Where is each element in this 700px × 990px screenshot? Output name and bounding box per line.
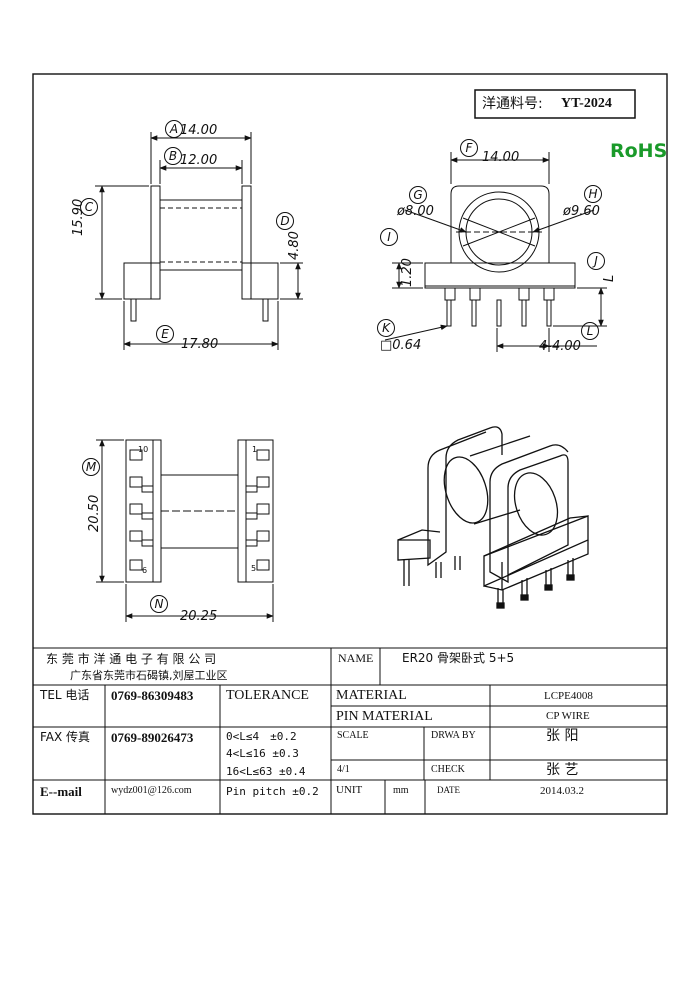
pin-pitch: Pin pitch ±0.2	[226, 785, 319, 798]
date-value: 2014.03.2	[540, 785, 584, 797]
drawby-label: DRWA BY	[431, 730, 476, 741]
dim-e-label: E	[156, 325, 174, 343]
email-label: E--mail	[40, 784, 82, 799]
dim-h-value: ø9.60	[563, 204, 600, 219]
isometric-view	[397, 426, 589, 609]
part-number-label: 洋通料号:	[482, 96, 543, 112]
dim-h-label: H	[584, 185, 602, 203]
name-label: NAME	[338, 651, 374, 665]
dim-d-value: 4.80	[287, 231, 302, 260]
name-value: ER20 骨架卧式 5+5	[402, 651, 515, 665]
pin-label-5: 5	[251, 564, 257, 573]
tolerance-row-2: 4<L≤16 ±0.3	[226, 747, 299, 760]
part-number-box	[474, 89, 636, 119]
date-label: DATE	[437, 785, 460, 795]
pin-material-label: PIN MATERIAL	[336, 709, 433, 724]
dim-m-value: 20.50	[87, 494, 102, 532]
pin-label-6: 6	[142, 566, 148, 575]
sheet-border	[32, 73, 668, 815]
fax-label: FAX 传真	[40, 730, 91, 744]
tolerance-label: TOLERANCE	[226, 688, 309, 703]
pin-material-value: CP WIRE	[546, 710, 590, 722]
dim-c-value: 15.90	[71, 198, 86, 236]
dim-l-value: 4-4.00	[539, 339, 581, 354]
unit-label: UNIT	[336, 784, 363, 796]
dim-d-label: D	[276, 212, 294, 230]
dim-k-value: □0.64	[380, 338, 422, 353]
dim-m-label: M	[82, 458, 100, 476]
rohs-mark: RoHS	[610, 140, 668, 162]
pin-label-10: 10	[138, 445, 149, 454]
drawby-value: 张 阳	[546, 728, 579, 744]
dim-n-value: 20.25	[180, 609, 218, 624]
dim-l-label: L	[581, 322, 599, 340]
scale-label: SCALE	[337, 730, 369, 741]
material-value: LCPE4008	[544, 690, 593, 702]
unit-value: mm	[393, 785, 409, 796]
fax-value: 0769-89026473	[111, 730, 194, 745]
check-value: 张 艺	[546, 762, 579, 778]
tolerance-row-1: 0<L≤4 ±0.2	[226, 730, 297, 743]
dim-a-value: 14.00	[180, 123, 218, 138]
dim-f-value: 14.00	[482, 150, 520, 165]
pin-label-1: 1	[252, 445, 258, 454]
dim-f-label: F	[460, 139, 478, 157]
dim-k-label: K	[377, 319, 395, 337]
dim-g-label: G	[409, 186, 427, 204]
dim-e-value: 17.80	[181, 337, 219, 352]
dim-b-value: 12.00	[180, 153, 218, 168]
tolerance-row-3: 16<L≤63 ±0.4	[226, 765, 306, 778]
company-address: 广东省东莞市石碣镇,刘屋工业区	[70, 669, 228, 682]
part-number-value: YT-2024	[561, 96, 612, 111]
tel-value: 0769-86309483	[111, 688, 194, 703]
email-value: wydz001@126.com	[111, 785, 192, 796]
material-label: MATERIAL	[336, 688, 407, 703]
side-view	[384, 152, 607, 352]
dim-i-value: 1.20	[400, 258, 415, 287]
tel-label: TEL 电话	[40, 688, 90, 702]
company-name: 东 莞 市 洋 通 电 子 有 限 公 司	[46, 652, 217, 666]
check-label: CHECK	[431, 764, 465, 775]
scale-value: 4/1	[337, 764, 350, 775]
front-view	[95, 132, 303, 350]
dim-j-value: L	[602, 274, 617, 282]
title-block-grid	[33, 647, 667, 814]
dim-j-label: J	[587, 252, 605, 270]
dim-b-label: B	[164, 147, 182, 165]
dim-a-label: A	[165, 120, 183, 138]
dim-c-label: C	[80, 198, 98, 216]
bottom-view	[96, 439, 274, 622]
dim-n-label: N	[150, 595, 168, 613]
dim-g-value: ø8.00	[397, 204, 434, 219]
dim-i-label: I	[380, 228, 398, 246]
